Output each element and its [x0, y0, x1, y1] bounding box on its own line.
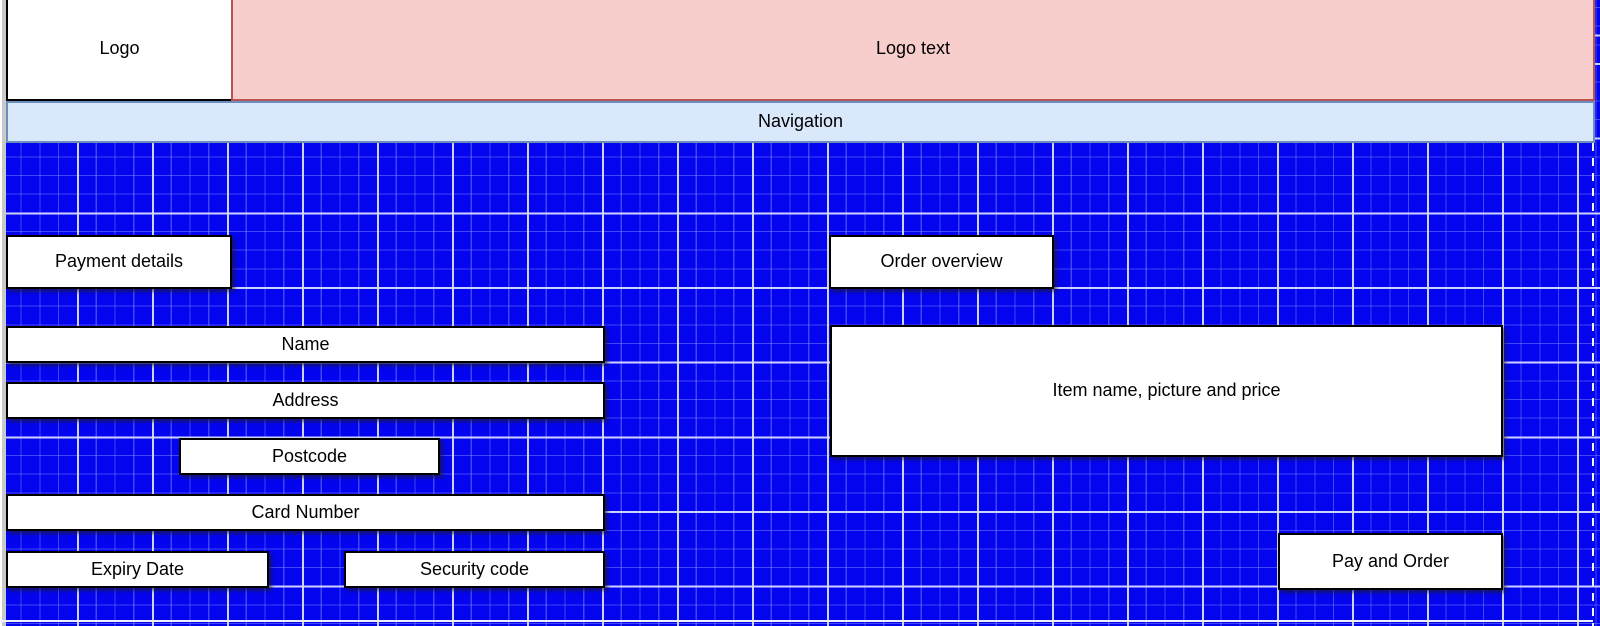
- payment-details-heading: Payment details: [6, 235, 232, 289]
- card-number-field-label: Card Number: [251, 501, 360, 522]
- address-field-label: Address: [272, 389, 339, 410]
- postcode-field[interactable]: Postcode: [179, 438, 440, 475]
- canvas-left-edge: [2, 0, 6, 626]
- navigation-bar[interactable]: Navigation: [6, 101, 1595, 143]
- payment-details-label: Payment details: [54, 251, 184, 272]
- logo-label: Logo: [99, 38, 140, 59]
- logo-text-box: Logo text: [231, 0, 1595, 101]
- expiry-date-field[interactable]: Expiry Date: [6, 551, 269, 588]
- order-overview-heading: Order overview: [829, 235, 1054, 289]
- pay-and-order-button[interactable]: Pay and Order: [1278, 533, 1503, 590]
- security-code-field-label: Security code: [419, 558, 530, 579]
- address-field[interactable]: Address: [6, 382, 605, 419]
- logo-box: Logo: [6, 0, 233, 101]
- postcode-field-label: Postcode: [271, 445, 348, 466]
- page-boundary-bottom-line: [0, 620, 1593, 622]
- navigation-label: Navigation: [757, 111, 844, 132]
- canvas-left-margin: [0, 0, 2, 626]
- order-overview-label: Order overview: [880, 251, 1003, 272]
- logo-text-label: Logo text: [875, 38, 951, 59]
- item-summary-box: Item name, picture and price: [830, 325, 1503, 457]
- name-field-label: Name: [281, 333, 330, 354]
- security-code-field[interactable]: Security code: [344, 551, 605, 588]
- pay-and-order-label: Pay and Order: [1331, 550, 1450, 571]
- item-summary-label: Item name, picture and price: [1052, 380, 1281, 401]
- name-field[interactable]: Name: [6, 326, 605, 363]
- page-boundary-dashed-line: [1592, 143, 1594, 626]
- expiry-date-field-label: Expiry Date: [90, 558, 185, 579]
- card-number-field[interactable]: Card Number: [6, 494, 605, 531]
